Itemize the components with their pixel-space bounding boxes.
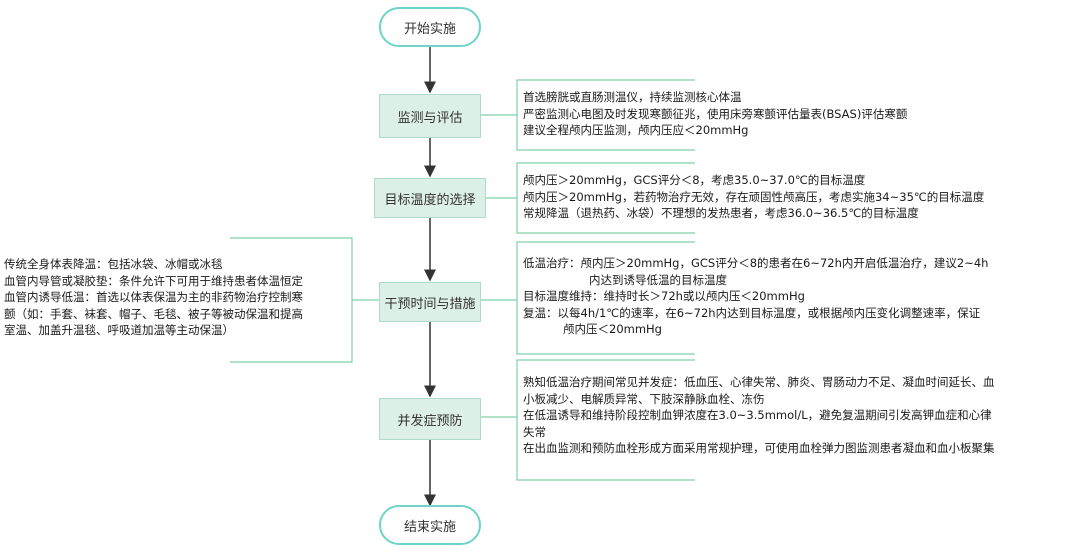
note-line: 低温治疗：颅内压＞20mmHg，GCS评分＜8的患者在6~72h内开启低温治疗，…	[523, 256, 989, 270]
note-line: 血管内诱导低温：首选以体表保温为主的非药物治疗控制寒	[4, 290, 303, 304]
note-line: 复温：以每4h/1℃的速率，在6~72h内达到目标温度，或根据颅内压变化调整速率…	[523, 305, 981, 320]
note-line: 传统全身体表降温：包括冰袋、冰帽或冰毯	[4, 257, 223, 271]
bracket-intervention-left	[230, 237, 379, 363]
note-line: 内达到诱导低温的目标温度	[589, 272, 727, 287]
bracket-complication	[481, 359, 695, 481]
note-line: 失常	[523, 424, 546, 439]
start-node: 开始实施	[379, 7, 481, 47]
end-node: 结束实施	[379, 505, 481, 545]
note-monitor: 首选膀胱或直肠测温仪，持续监测核心体温 严密监测心电图及时发现寒颤征兆，使用床旁…	[523, 89, 907, 139]
step-complication-prevention: 并发症预防	[379, 398, 481, 440]
note-line: 颅内压＜20mmHg	[563, 322, 662, 336]
note-line: 常规降温（退热药、冰袋）不理想的发热患者，考虑36.0~36.5℃的目标温度	[523, 206, 919, 220]
note-complication: 熟知低温治疗期间常见并发症：低血压、心律失常、肺炎、胃肠动力不足、凝血时间延长、…	[523, 374, 995, 457]
note-line: 颅内压＞20mmHg，GCS评分＜8，考虑35.0~37.0℃的目标温度	[523, 173, 866, 187]
note-line: 目标温度维持：维持时长＞72h或以颅内压＜20mmHg	[523, 289, 805, 303]
step-intervention: 干预时间与措施	[379, 282, 481, 322]
note-line: 颤（如：手套、袜套、帽子、毛毯、被子等被动保温和提高	[4, 306, 303, 321]
note-line: 建议全程颅内压监测，颅内压应＜20mmHg	[523, 123, 749, 137]
note-line: 室温、加盖升温毯、呼吸道加温等主动保温）	[4, 323, 234, 337]
note-line: 首选膀胱或直肠测温仪，持续监测核心体温	[523, 90, 742, 104]
note-intervention-left: 传统全身体表降温：包括冰袋、冰帽或冰毯 血管内导管或凝胶垫：条件允许下可用于维持…	[4, 256, 303, 339]
step-target-temperature: 目标温度的选择	[374, 178, 486, 218]
step-monitor-assess: 监测与评估	[379, 94, 481, 138]
bracket-monitor	[481, 79, 695, 151]
bracket-target	[481, 162, 695, 234]
note-line: 在低温诱导和维持阶段控制血钾浓度在3.0~3.5mmol/L，避免复温期间引发高…	[523, 408, 992, 422]
note-intervention-right: 低温治疗：颅内压＞20mmHg，GCS评分＜8的患者在6~72h内开启低温治疗，…	[523, 255, 988, 338]
bracket-intervention-right	[481, 241, 695, 355]
note-line: 颅内压＞20mmHg，若药物治疗无效，存在顽固性颅高压，考虑实施34~35℃的目…	[523, 189, 985, 204]
note-line: 小板减少、电解质异常、下肢深静脉血栓、冻伤	[523, 391, 765, 406]
note-line: 在出血监测和预防血栓形成方面采用常规护理，可使用血栓弹力图监测患者凝血和血小板聚…	[523, 441, 995, 455]
note-line: 熟知低温治疗期间常见并发症：低血压、心律失常、肺炎、胃肠动力不足、凝血时间延长、…	[523, 375, 995, 389]
note-line: 严密监测心电图及时发现寒颤征兆，使用床旁寒颤评估量表(BSAS)评估寒颤	[523, 106, 908, 121]
note-target: 颅内压＞20mmHg，GCS评分＜8，考虑35.0~37.0℃的目标温度 颅内压…	[523, 172, 984, 222]
note-line: 血管内导管或凝胶垫：条件允许下可用于维持患者体温恒定	[4, 273, 303, 288]
